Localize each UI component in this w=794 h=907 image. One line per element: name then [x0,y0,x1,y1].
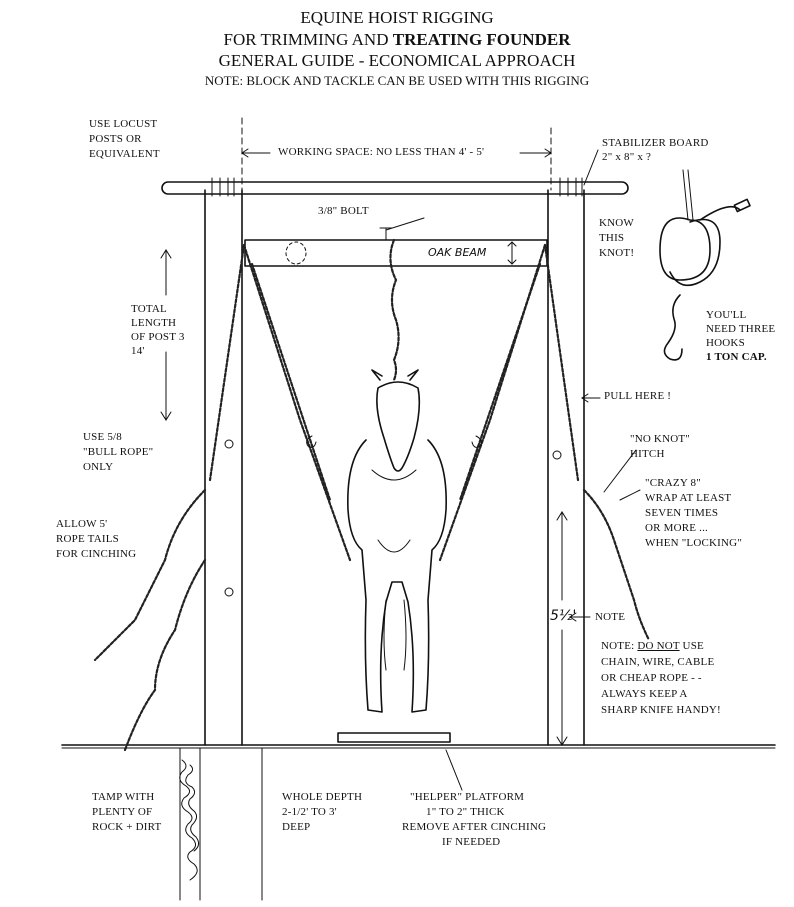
title-line-2-bold: TREATING FOUNDER [392,30,571,49]
stabilizer-label-2: 2" x 8" x ? [602,151,652,163]
note-arrow-label: NOTE [595,611,626,623]
total-length-1: TOTAL [131,303,167,315]
height-arrow [556,511,591,746]
depth-label-3: DEEP [282,821,311,833]
crazy-8-5: WHEN "LOCKING" [645,537,743,549]
rope-tails-2: ROPE TAILS [56,533,119,545]
title-line-1: EQUINE HOIST RIGGING [300,8,494,27]
bolt-label: 3/8" BOLT [318,205,369,217]
crazy-8-1: "CRAZY 8" [645,477,701,489]
warning-suffix: USE [679,640,704,652]
crazy-8-2: WRAP AT LEAST [645,492,732,504]
left-post [204,117,243,746]
warning-line-4: ALWAYS KEEP A [601,688,688,700]
right-post [547,127,585,746]
working-space-label: WORKING SPACE: NO LESS THAN 4' - 5' [278,146,485,158]
bull-rope-2: "BULL ROPE" [83,446,154,458]
warning-prefix: NOTE: [601,640,638,652]
oak-beam [244,227,548,267]
post-hooks [224,435,562,597]
title-line-2: FOR TRIMMING AND TREATING FOUNDER [0,31,794,48]
depth-label-1: WHOLE DEPTH [282,791,363,803]
helper-label-2: 1" TO 2" THICK [426,806,505,818]
helper-label-4: IF NEEDED [442,836,501,848]
pull-here-label: PULL HERE ! [604,390,672,402]
total-length-4: 14' [131,345,145,357]
know-knot-2: THIS [599,232,625,244]
warning-line-3: OR CHEAP ROPE - - [601,672,702,684]
helper-label-1: "HELPER" PLATFORM [410,791,525,803]
hooks-label-1: YOU'LL [706,309,747,321]
tamp-label-2: PLENTY OF [92,806,153,818]
bull-rope-1: USE 5/8 [83,431,122,443]
hooks-label-3: HOOKS [706,337,745,349]
knot-illustration [659,169,751,361]
height-label: 5½' [550,608,577,624]
hooks-label-2: NEED THREE [706,323,776,335]
title-line-2-prefix: FOR TRIMMING AND [223,30,393,49]
locust-label-2: POSTS OR [89,133,142,145]
working-space-dimension [241,148,552,158]
warning-underlined: DO NOT [637,640,680,652]
warning-line-2: CHAIN, WIRE, CABLE [601,656,715,668]
know-knot-1: KNOW [599,217,635,229]
tamp-label-1: TAMP WITH [92,791,155,803]
total-length-arrow [160,249,172,421]
horse-figure [347,369,447,713]
pointer-lines [385,149,641,501]
warning-line-1: NOTE: DO NOT USE [601,641,704,652]
oak-beam-label: OAK BEAM [428,246,487,259]
left-post-buried [179,747,263,901]
rope-tails-1: ALLOW 5' [56,518,108,530]
total-length-2: LENGTH [131,317,177,329]
rope-tails-3: FOR CINCHING [56,548,137,560]
warning-line-5: SHARP KNIFE HANDY! [601,704,721,716]
title-line-4: NOTE: BLOCK AND TACKLE CAN BE USED WITH … [204,73,590,88]
hooks-label-4: 1 TON CAP. [706,351,767,363]
no-knot-2: HITCH [630,448,665,460]
helper-platform [337,732,463,791]
locust-label-1: USE LOCUST [89,118,158,130]
crazy-8-4: OR MORE ... [645,522,709,534]
title-line-3: GENERAL GUIDE - ECONOMICAL APPROACH [218,51,576,70]
know-knot-3: KNOT! [599,247,635,259]
hoist-ropes [93,238,651,752]
tamp-label-3: ROCK + DIRT [92,821,162,833]
locust-label-3: EQUIVALENT [89,148,160,160]
depth-label-2: 2-1/2' TO 3' [282,806,337,818]
total-length-3: OF POST 3 [131,331,185,343]
helper-label-3: REMOVE AFTER CINCHING [402,821,547,833]
bull-rope-3: ONLY [83,461,114,473]
crazy-8-3: SEVEN TIMES [645,507,719,519]
stabilizer-board [161,177,629,197]
stabilizer-label-1: STABILIZER BOARD [602,137,709,149]
no-knot-1: "NO KNOT" [630,433,690,445]
